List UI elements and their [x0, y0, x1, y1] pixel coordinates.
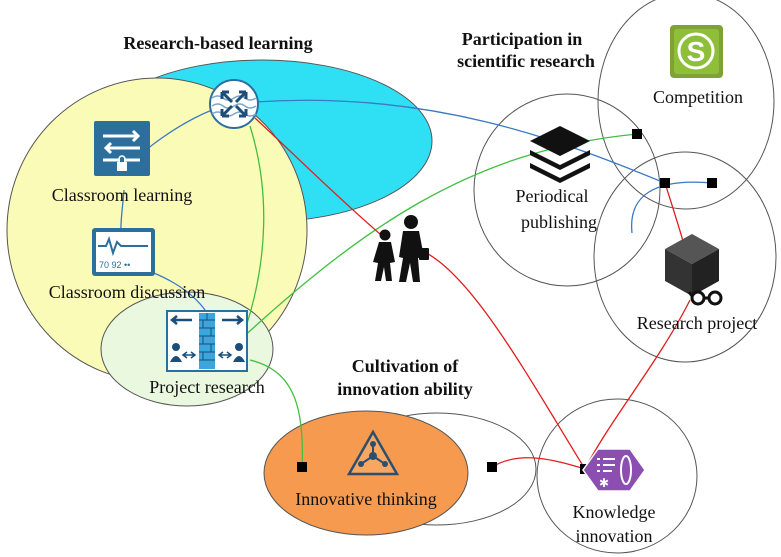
label-periodical-line2: publishing	[521, 212, 597, 232]
svg-text:✱: ✱	[599, 476, 609, 490]
monitor-icon: 70 92 ••	[92, 228, 155, 276]
s-badge-icon: S	[670, 25, 723, 78]
svg-text:S: S	[687, 36, 706, 67]
blue-link-router-research	[253, 99, 666, 184]
network-triangle-icon	[346, 429, 400, 476]
connector-square	[660, 178, 670, 188]
heading-cultivation-line1: Cultivation of	[352, 356, 460, 376]
knowledge-innovation-circle	[536, 398, 698, 554]
label-periodical-line1: Periodical	[516, 186, 589, 206]
connector-square	[707, 178, 717, 188]
connector-square	[487, 462, 497, 472]
heading-participation-line2: scientific research	[457, 51, 595, 71]
heading-cultivation-line2: innovation ability	[337, 379, 473, 399]
red-link-research-project-top	[664, 182, 686, 249]
stack-icon	[530, 126, 590, 183]
switch-icon	[94, 121, 150, 176]
label-project-research: Project research	[149, 377, 264, 397]
red-link-router-people	[254, 117, 381, 235]
red-link-people-knowledge	[419, 249, 586, 470]
label-knowledge-line1: Knowledge	[573, 502, 656, 522]
hexagon-icon: ✱	[582, 448, 646, 492]
label-competition: Competition	[653, 87, 743, 107]
monitor-readout: 70 92 ••	[99, 260, 130, 270]
label-innovative-thinking: Innovative thinking	[295, 489, 436, 509]
green-link-project-innovative	[249, 359, 304, 468]
heading-research-based-learning: Research-based learning	[123, 33, 312, 53]
blue-link-research-end	[630, 181, 713, 234]
connector-square	[632, 129, 642, 139]
firewall-icon	[166, 310, 248, 372]
research-project-circle	[593, 151, 777, 363]
router-icon	[209, 79, 259, 129]
heading-participation-line1: Participation in	[462, 29, 583, 49]
label-classroom-learning: Classroom learning	[52, 185, 192, 205]
connector-square	[297, 462, 307, 472]
label-classroom-discussion: Classroom discussion	[49, 282, 206, 302]
periodical-circle	[473, 93, 661, 287]
competition-circle	[597, 0, 775, 210]
green-link-router-project	[244, 125, 265, 331]
label-research-project: Research project	[637, 313, 757, 333]
pedestrians-icon	[373, 215, 429, 282]
cube-glasses-icon	[665, 234, 723, 306]
red-link-innovative-knowledge	[491, 457, 586, 470]
label-knowledge-line2: innovation	[576, 526, 653, 546]
red-link-research-knowledge	[584, 299, 691, 470]
